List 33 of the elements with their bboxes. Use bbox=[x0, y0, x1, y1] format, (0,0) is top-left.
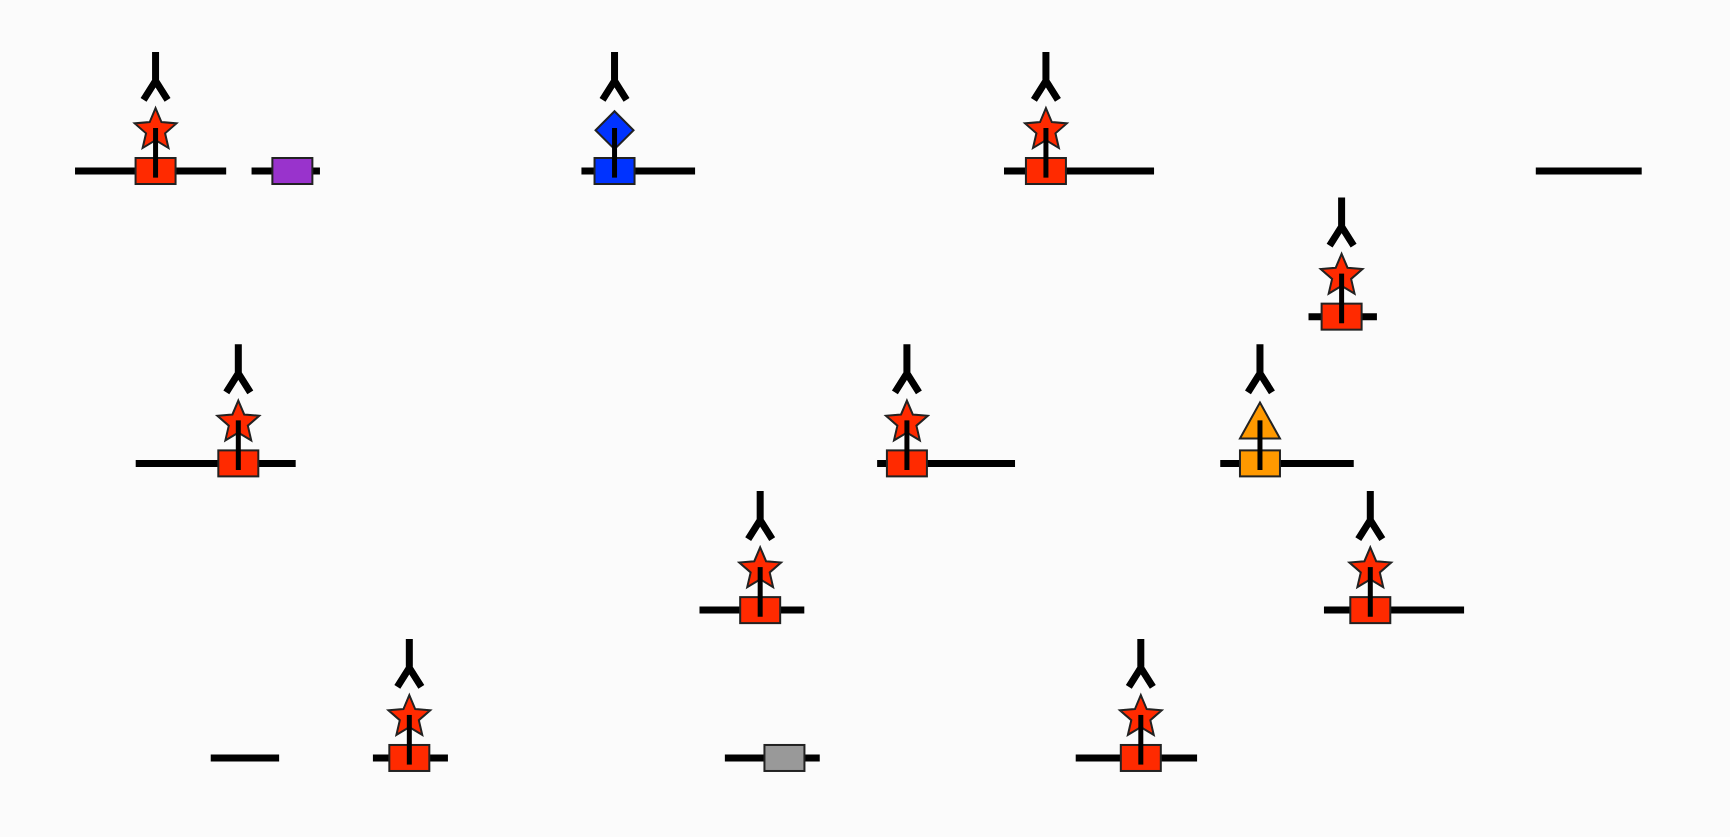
linker-line bbox=[153, 128, 159, 178]
protein-box bbox=[739, 596, 782, 625]
star-tag bbox=[1346, 544, 1394, 590]
protein-box bbox=[1320, 302, 1363, 331]
linker-line bbox=[904, 420, 910, 470]
star-tag bbox=[736, 544, 784, 590]
star-tag bbox=[1022, 105, 1070, 151]
triangle-tag bbox=[1238, 400, 1282, 440]
linker-line bbox=[1043, 128, 1049, 178]
linker-line bbox=[1257, 420, 1263, 470]
diamond-tag bbox=[594, 109, 635, 151]
star-tag bbox=[132, 105, 179, 151]
linker-line bbox=[1367, 567, 1373, 617]
linker-line bbox=[757, 567, 763, 617]
star-tag bbox=[214, 398, 262, 443]
protein-box bbox=[763, 743, 806, 772]
protein-box bbox=[1349, 596, 1392, 625]
protein-box bbox=[593, 157, 636, 185]
protein-box bbox=[271, 157, 314, 185]
star-tag bbox=[1318, 251, 1365, 296]
star-tag bbox=[385, 692, 433, 737]
star-tag bbox=[883, 398, 931, 443]
protein-box bbox=[134, 157, 177, 185]
protein-box bbox=[1238, 449, 1281, 478]
protein-box bbox=[1024, 157, 1067, 185]
star-tag bbox=[1117, 692, 1165, 737]
linker-line bbox=[1138, 714, 1144, 765]
protein-box bbox=[885, 449, 928, 478]
protein-box bbox=[217, 449, 260, 478]
linker-line bbox=[235, 420, 241, 470]
linker-line bbox=[406, 714, 412, 765]
linker-line bbox=[1339, 273, 1345, 324]
linker-line bbox=[612, 128, 618, 178]
